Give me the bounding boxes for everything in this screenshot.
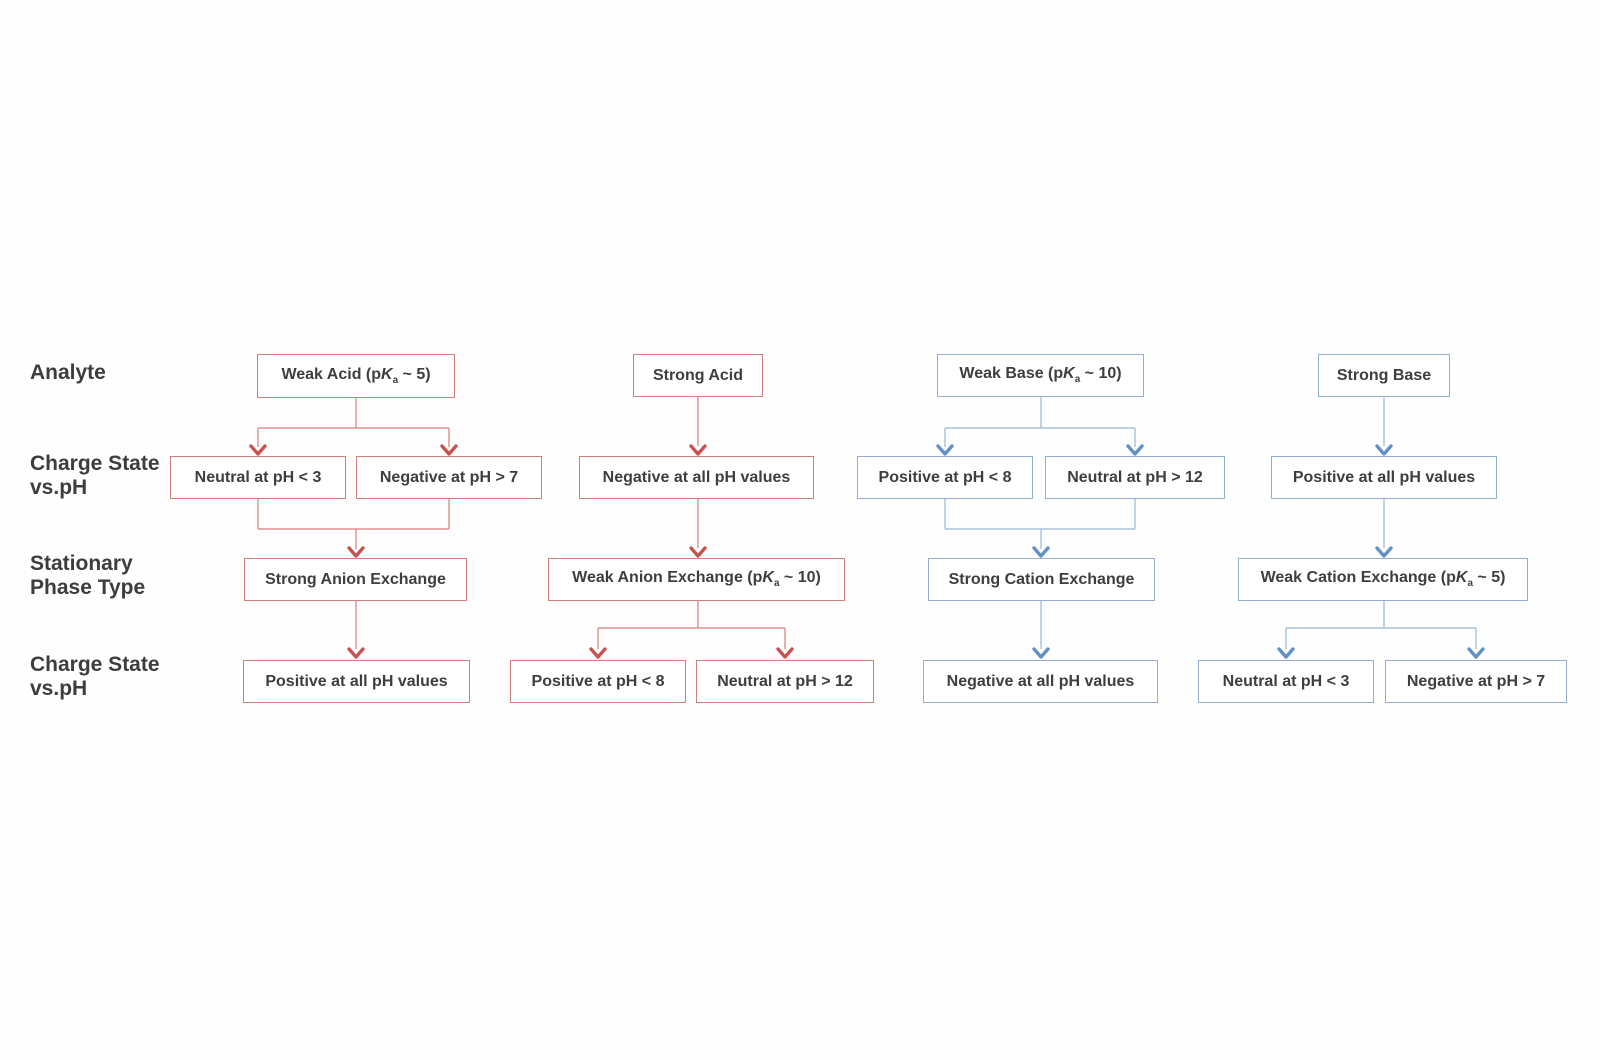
node-label: Neutral at pH > 12: [1067, 468, 1203, 486]
connector-weak-base-split: [936, 397, 1144, 456]
node-label: Weak Anion Exchange (pKa ~ 10): [572, 569, 821, 590]
node-weak-acid: Weak Acid (pKa ~ 5): [257, 354, 455, 398]
connector-strong-acid-down: [689, 397, 707, 456]
node-weak-cation-exchange: Weak Cation Exchange (pKa ~ 5): [1238, 558, 1528, 601]
connector-weak-cation-split: [1277, 601, 1485, 659]
node-positive-all-ph-base: Positive at all pH values: [1271, 456, 1497, 499]
node-negative-all-ph-scx: Negative at all pH values: [923, 660, 1158, 703]
node-negative-ph-gt-7: Negative at pH > 7: [356, 456, 542, 499]
node-neutral-ph-gt-12-base: Neutral at pH > 12: [1045, 456, 1225, 499]
node-weak-base: Weak Base (pKa ~ 10): [937, 354, 1144, 397]
node-strong-cation-exchange: Strong Cation Exchange: [928, 558, 1155, 601]
node-positive-ph-lt-8-wax: Positive at pH < 8: [510, 660, 686, 703]
node-label: Strong Acid: [652, 366, 744, 384]
row-label-text: Analyte: [30, 361, 106, 384]
node-label: Neutral at pH < 3: [1222, 672, 1350, 690]
row-label-text: Charge State: [30, 452, 160, 475]
node-strong-acid: Strong Acid: [633, 354, 763, 397]
node-neutral-ph-gt-12-wax: Neutral at pH > 12: [696, 660, 874, 703]
node-label: Strong Cation Exchange: [948, 570, 1135, 588]
connector-weak-acid-merge: [257, 499, 450, 558]
node-label: Negative at all pH values: [602, 468, 791, 486]
node-label: Negative at pH > 7: [1406, 672, 1546, 690]
connector-strong-base-down: [1375, 398, 1393, 456]
row-label-stationary-phase: Stationary Phase Type: [30, 552, 200, 600]
connector-strong-cation-down: [1032, 601, 1050, 659]
connector-weak-acid-split: [249, 398, 458, 456]
row-label-text: Phase Type: [30, 576, 146, 599]
node-weak-anion-exchange: Weak Anion Exchange (pKa ~ 10): [548, 558, 845, 601]
connector-positive-all-down: [1375, 499, 1393, 558]
node-label: Neutral at pH < 3: [194, 468, 322, 486]
node-positive-ph-lt-8-base: Positive at pH < 8: [857, 456, 1033, 499]
node-label: Neutral at pH > 12: [717, 672, 853, 690]
node-negative-ph-gt-7-wcx: Negative at pH > 7: [1385, 660, 1567, 703]
node-label: Strong Anion Exchange: [265, 570, 446, 588]
row-label-text: vs.pH: [30, 677, 88, 700]
node-strong-base: Strong Base: [1318, 354, 1450, 397]
row-label-charge-state-top: Charge State vs.pH: [30, 452, 200, 500]
node-label: Positive at pH < 8: [531, 672, 665, 690]
row-label-text: vs.pH: [30, 476, 88, 499]
node-label: Weak Acid (pKa ~ 5): [281, 365, 431, 387]
node-positive-all-ph-sax: Positive at all pH values: [243, 660, 470, 703]
row-label-analyte: Analyte: [30, 361, 200, 385]
node-label: Positive at pH < 8: [878, 468, 1012, 486]
node-label: Negative at pH > 7: [379, 468, 519, 486]
connector-weak-anion-split: [589, 601, 794, 659]
node-neutral-ph-lt-3: Neutral at pH < 3: [170, 456, 346, 499]
node-label: Positive at all pH values: [265, 672, 448, 690]
node-label: Positive at all pH values: [1292, 468, 1476, 486]
connector-strong-anion-down: [347, 601, 365, 659]
connector-negative-all-down: [689, 499, 707, 558]
node-negative-all-ph: Negative at all pH values: [579, 456, 814, 499]
node-label: Weak Cation Exchange (pKa ~ 5): [1260, 569, 1506, 590]
node-neutral-ph-lt-3-wcx: Neutral at pH < 3: [1198, 660, 1374, 703]
node-label: Weak Base (pKa ~ 10): [959, 365, 1122, 386]
row-label-charge-state-bottom: Charge State vs.pH: [30, 653, 200, 701]
node-label: Negative at all pH values: [946, 672, 1135, 690]
row-label-text: Charge State: [30, 653, 160, 676]
row-label-text: Stationary: [30, 552, 133, 575]
node-strong-anion-exchange: Strong Anion Exchange: [244, 558, 467, 601]
node-label: Strong Base: [1336, 366, 1432, 384]
connector-weak-base-merge: [944, 499, 1136, 558]
